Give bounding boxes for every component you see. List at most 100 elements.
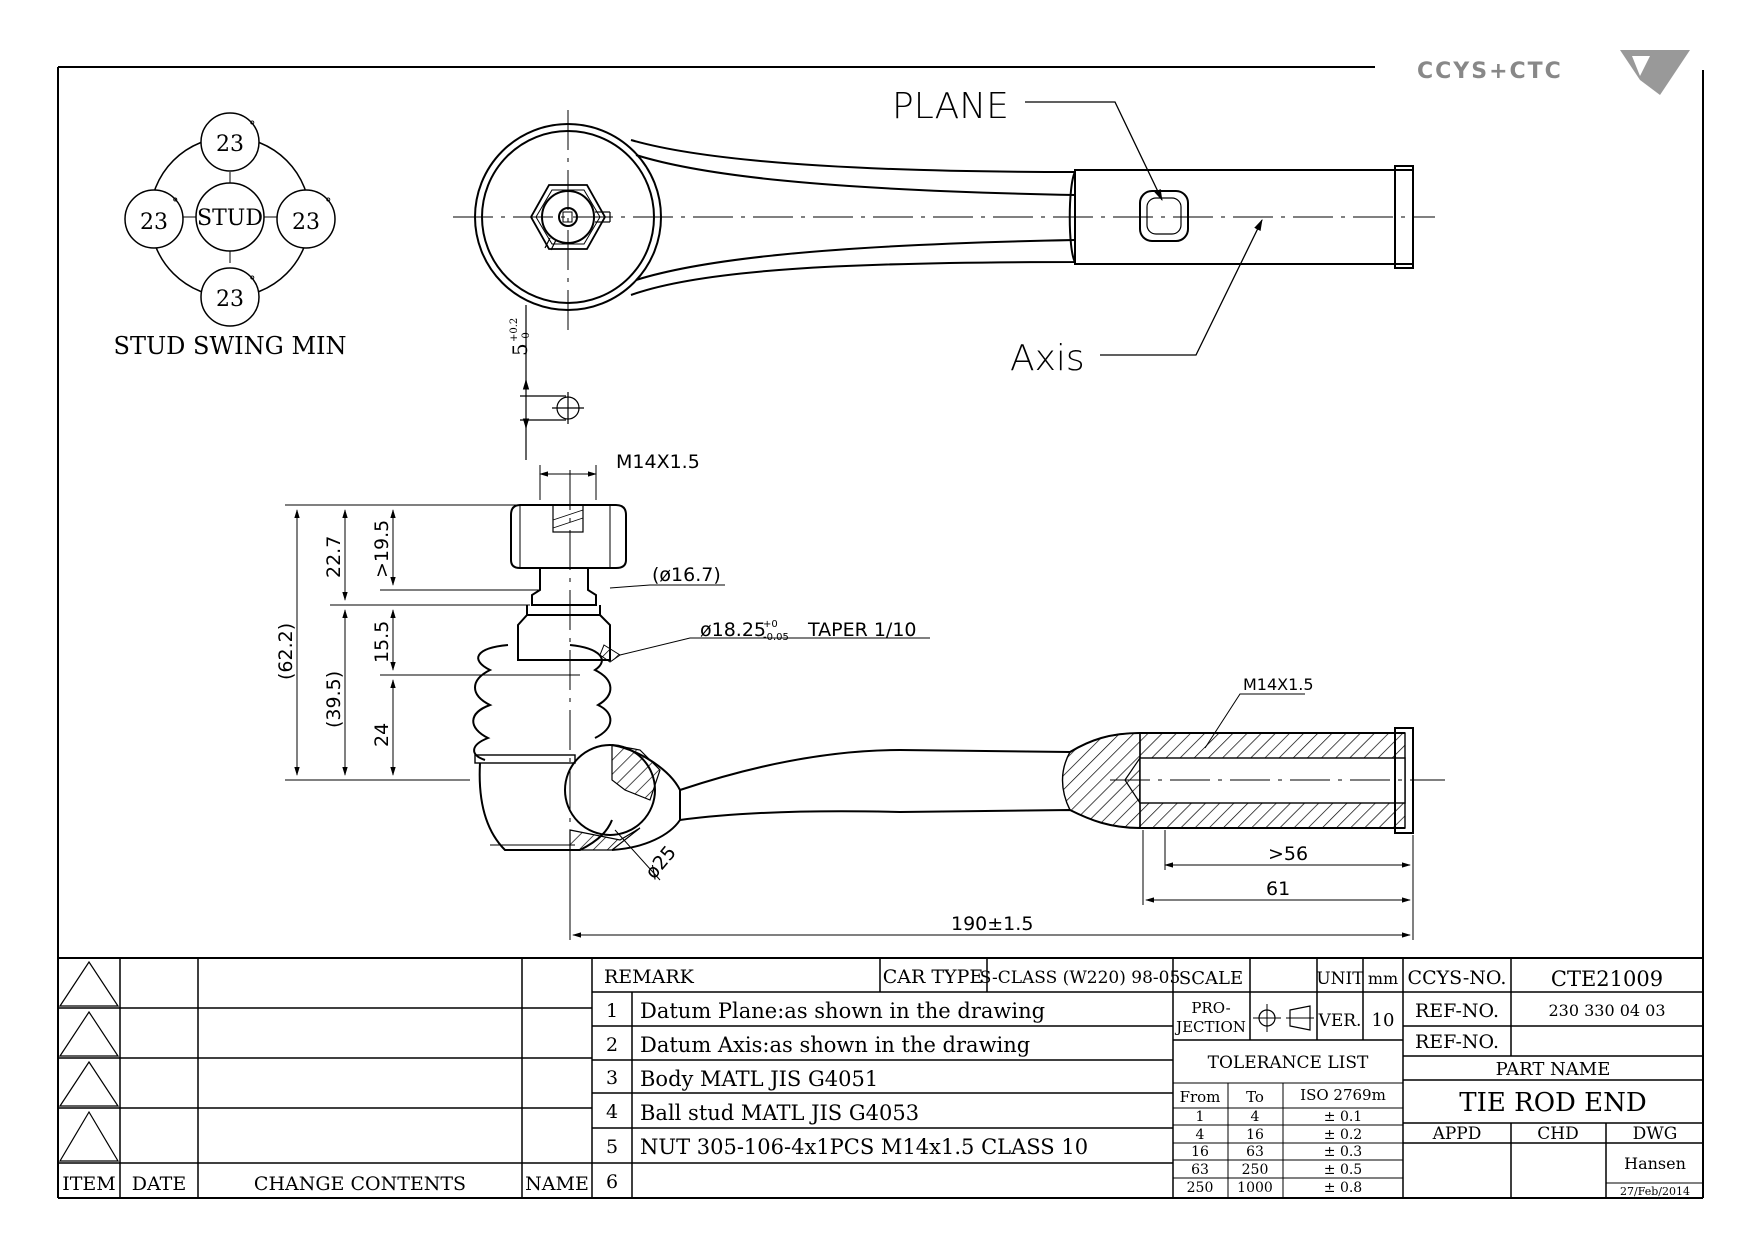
dim-24: 24 <box>371 723 393 747</box>
dim-thread-rod: M14X1.5 <box>1243 675 1314 694</box>
dimension-lines <box>285 465 1414 940</box>
side-view <box>472 470 1445 860</box>
svg-text:16: 16 <box>1191 1144 1209 1160</box>
dim-d16-7: (ø16.7) <box>652 564 721 586</box>
chd-label: CHD <box>1537 1124 1578 1144</box>
svg-text:63: 63 <box>1246 1144 1264 1160</box>
rev-name-header: NAME <box>525 1173 589 1195</box>
swing-angle-left: 23 <box>140 210 168 235</box>
ref-no-value: 230 330 04 03 <box>1548 1001 1665 1020</box>
svg-text:-0: -0 <box>521 332 532 342</box>
svg-text:PRO-: PRO- <box>1191 999 1230 1017</box>
svg-text:°: ° <box>249 119 256 134</box>
top-view <box>453 110 1435 330</box>
dim-61: 61 <box>1266 878 1290 900</box>
svg-text:± 0.8: ± 0.8 <box>1324 1180 1362 1196</box>
svg-text:-0.05: -0.05 <box>763 632 789 643</box>
title-block-text: ITEM DATE CHANGE CONTENTS NAME REMARK CA… <box>62 966 1690 1198</box>
ver-label: VER. <box>1318 1011 1362 1031</box>
dim-39-5: (39.5) <box>323 671 345 728</box>
svg-text:± 0.5: ± 0.5 <box>1324 1162 1362 1178</box>
svg-text:+0: +0 <box>763 619 778 630</box>
position-tolerance <box>520 305 584 460</box>
remark-1: Datum Plane:as shown in the drawing <box>640 999 1045 1023</box>
svg-text:4: 4 <box>1251 1109 1260 1125</box>
tolerance-rows: 1 4 ± 0.1 4 16 ± 0.2 16 63 ± 0.3 63 250 … <box>1187 1109 1363 1196</box>
svg-text:°: ° <box>325 196 332 211</box>
swing-angle-right: 23 <box>292 210 320 235</box>
brand-mark-icon <box>1620 50 1690 95</box>
dim-62-2: (62.2) <box>275 623 297 680</box>
brand-logo: CCYS+CTC <box>1417 50 1690 95</box>
car-type-value: S-CLASS (W220) 98-05 <box>980 968 1181 988</box>
dim-thread-top: M14X1.5 <box>616 451 700 473</box>
svg-text:1: 1 <box>1196 1109 1205 1125</box>
unit-value: mm <box>1368 969 1398 988</box>
unit-label: UNIT <box>1316 969 1364 989</box>
dim-22-7: 22.7 <box>323 536 345 578</box>
stud-swing-diagram: STUD 23 23 23 23 ° ° ° ° STUD SWING MIN <box>114 112 347 360</box>
svg-text:To: To <box>1246 1088 1264 1106</box>
scale-label: SCALE <box>1179 968 1243 989</box>
svg-text:1: 1 <box>606 1000 618 1022</box>
dim-56: >56 <box>1268 843 1308 865</box>
svg-text:3: 3 <box>606 1067 618 1089</box>
svg-text:From: From <box>1180 1088 1221 1106</box>
brand-logo-text: CCYS+CTC <box>1417 59 1563 84</box>
remark-5: NUT 305-106-4x1PCS M14x1.5 CLASS 10 <box>640 1135 1088 1159</box>
svg-text:± 0.1: ± 0.1 <box>1324 1109 1362 1125</box>
projection-label: JECTION <box>1174 1018 1246 1036</box>
swing-angle-bottom: 23 <box>216 287 244 312</box>
ref-no2-label: REF-NO. <box>1415 1031 1499 1053</box>
rev-change-header: CHANGE CONTENTS <box>254 1173 466 1195</box>
ccys-no-label: CCYS-NO. <box>1408 967 1507 989</box>
ref-no-label: REF-NO. <box>1415 1000 1499 1022</box>
svg-text:°: ° <box>172 196 179 211</box>
dwg-label: DWG <box>1633 1124 1678 1144</box>
remark-4: Ball stud MATL JIS G4053 <box>640 1101 919 1125</box>
svg-text:5: 5 <box>606 1136 618 1158</box>
svg-text:± 0.2: ± 0.2 <box>1324 1127 1362 1143</box>
dim-taper-d: ø18.25 <box>700 619 766 641</box>
svg-text:2: 2 <box>606 1034 618 1056</box>
ccys-no-value: CTE21009 <box>1551 967 1663 991</box>
rev-item-header: ITEM <box>62 1173 116 1195</box>
plane-callout: PLANE <box>892 86 1163 202</box>
axis-label: Axis <box>1010 338 1085 379</box>
svg-text:°: ° <box>249 274 256 289</box>
remark-2: Datum Axis:as shown in the drawing <box>640 1033 1030 1057</box>
plane-label: PLANE <box>892 86 1009 127</box>
svg-text:ISO 2769m: ISO 2769m <box>1300 1086 1386 1104</box>
svg-text:63: 63 <box>1191 1162 1209 1178</box>
swing-angle-top: 23 <box>216 132 244 157</box>
stud-swing-caption: STUD SWING MIN <box>114 332 347 360</box>
svg-text:+0.2: +0.2 <box>509 318 520 342</box>
svg-text:250: 250 <box>1242 1162 1269 1178</box>
stud-label: STUD <box>197 206 263 231</box>
part-name-value: TIE ROD END <box>1459 1088 1646 1118</box>
ver-value: 10 <box>1372 1010 1395 1031</box>
svg-text:± 0.3: ± 0.3 <box>1324 1144 1362 1160</box>
tolerance-title: TOLERANCE LIST <box>1208 1053 1369 1073</box>
dimension-texts: (62.2) 22.7 >19.5 (39.5) 15.5 24 M14X1.5… <box>275 451 1314 935</box>
svg-text:6: 6 <box>606 1171 618 1193</box>
svg-text:4: 4 <box>606 1101 618 1123</box>
dim-taper-ratio: TAPER 1/10 <box>807 619 917 641</box>
dwg-date: 27/Feb/2014 <box>1620 1185 1690 1198</box>
dim-19-5: >19.5 <box>371 520 393 578</box>
svg-text:4: 4 <box>1196 1127 1205 1143</box>
remark-label: REMARK <box>604 966 695 988</box>
rev-date-header: DATE <box>132 1173 186 1195</box>
dim-ball-d: ø25 <box>641 842 681 884</box>
svg-text:16: 16 <box>1246 1127 1264 1143</box>
svg-text:1000: 1000 <box>1237 1180 1273 1196</box>
dim-190: 190±1.5 <box>951 913 1033 935</box>
dwg-name: Hansen <box>1624 1154 1686 1173</box>
appd-label: APPD <box>1432 1124 1482 1144</box>
part-name-label: PART NAME <box>1496 1059 1611 1080</box>
title-block <box>58 958 1703 1198</box>
remark-3: Body MATL JIS G4051 <box>640 1067 878 1091</box>
dim-15-5: 15.5 <box>371 621 393 663</box>
car-type-label: CAR TYPE <box>883 966 983 988</box>
